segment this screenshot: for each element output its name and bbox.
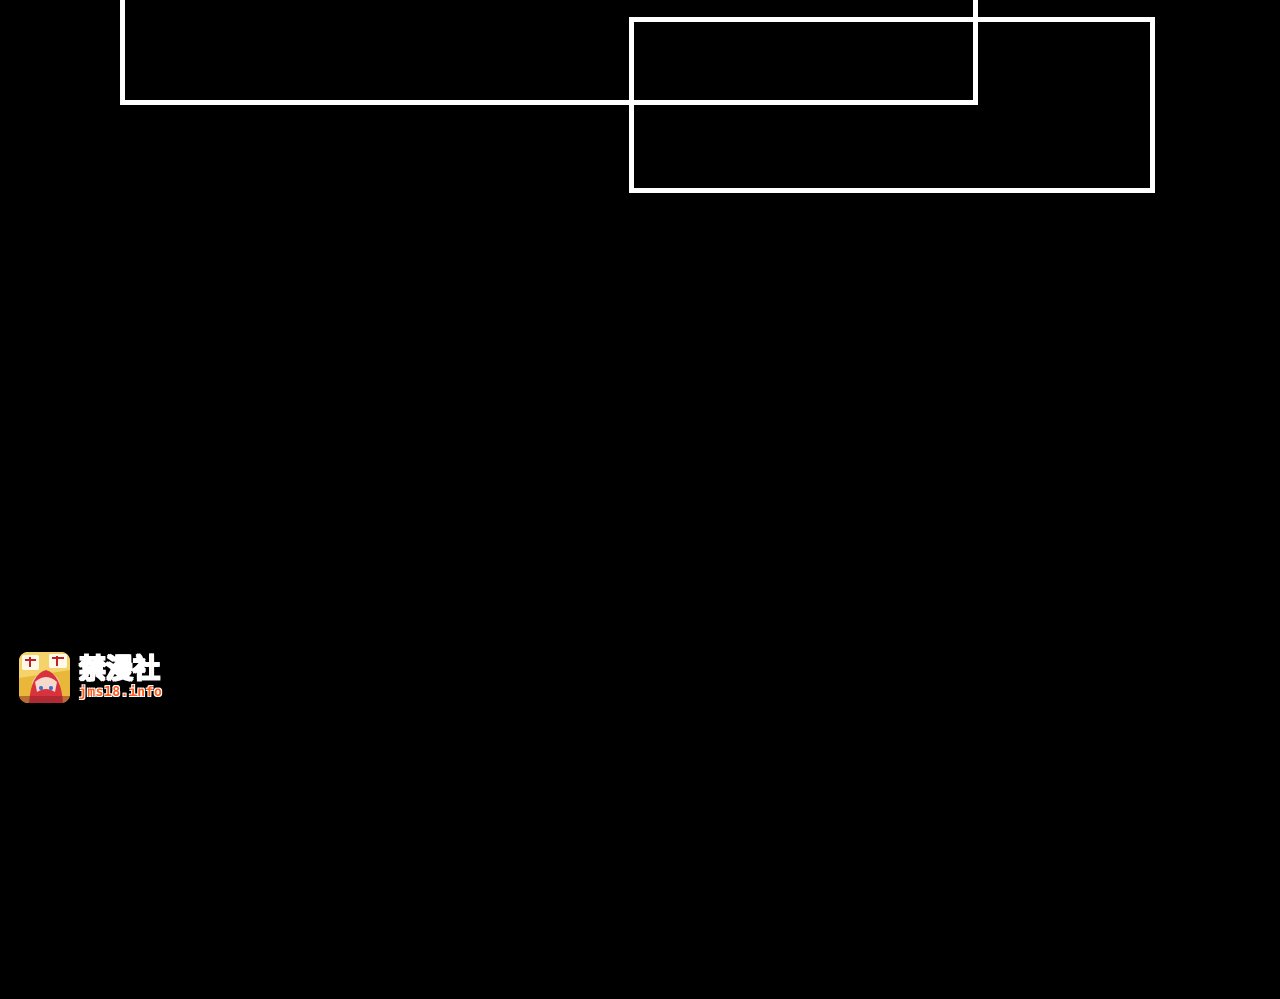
- manga-site-logo-icon: [19, 652, 70, 703]
- watermark-title: 禁漫社: [78, 654, 160, 685]
- watermark-url: jms18.info: [79, 685, 163, 700]
- comic-panel-frame-top-left: [120, 0, 978, 105]
- comic-panel-frame-top-right: [629, 17, 1155, 193]
- watermark-text-group: 禁漫社 jms18.info: [78, 654, 163, 700]
- site-watermark: 禁漫社 jms18.info: [19, 652, 162, 703]
